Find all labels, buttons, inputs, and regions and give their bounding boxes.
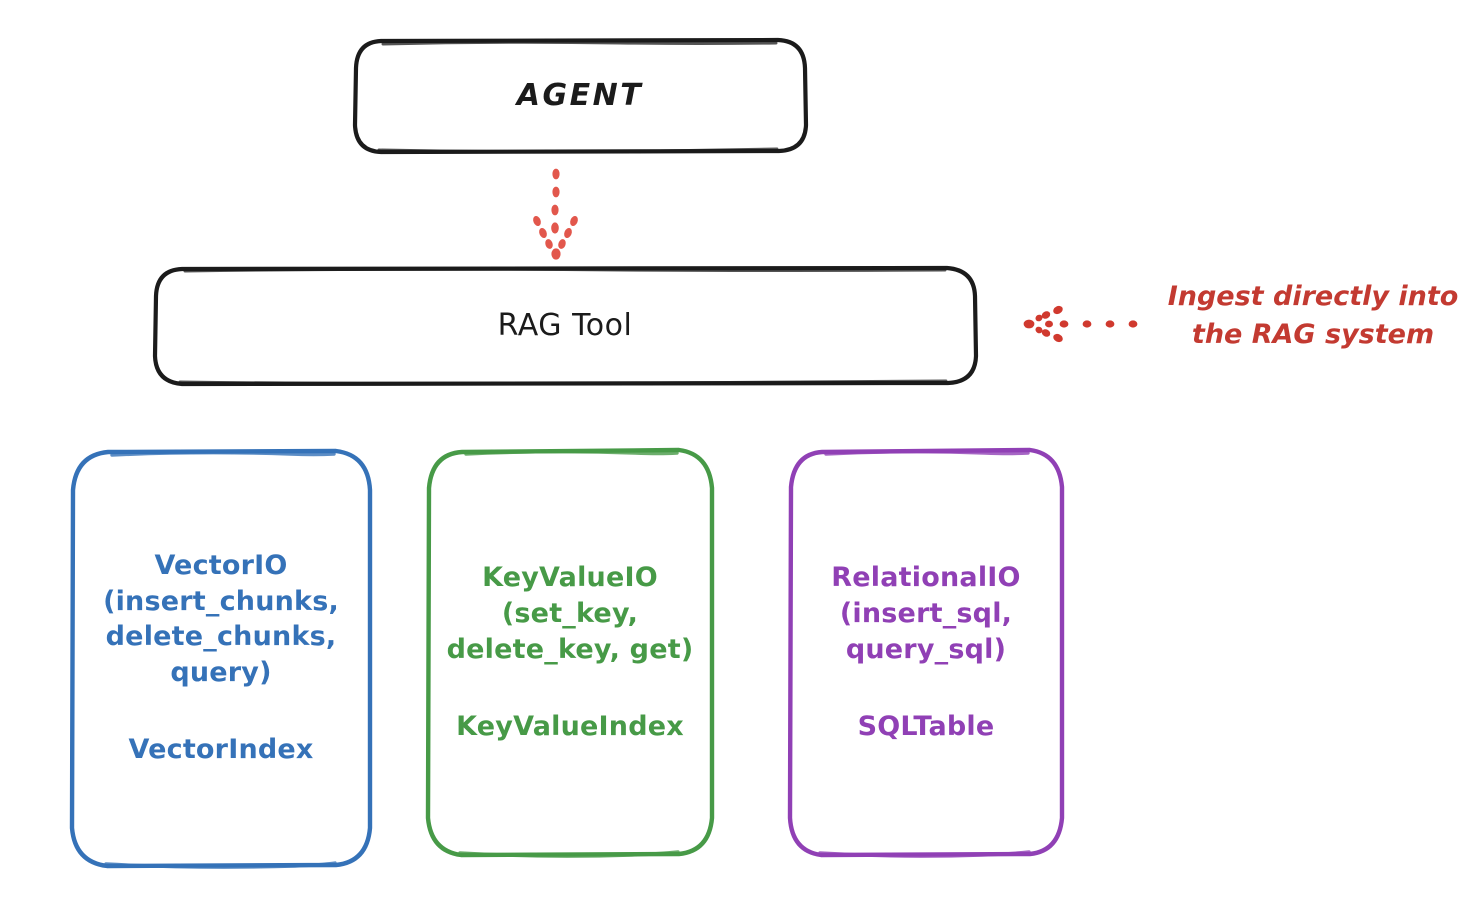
key-value-index-label: KeyValueIndex (456, 711, 684, 743)
ingest-annotation-text: Ingest directly into the RAG system (1167, 281, 1459, 351)
relational-io-box-label: RelationalIO (insert_sql, query_sql) SQL… (790, 450, 1062, 855)
agent-to-rag-connector (533, 168, 578, 260)
key-value-io-box-label: KeyValueIO (set_key, delete_key, get) Ke… (428, 450, 712, 855)
sql-table-label: SQLTable (857, 711, 995, 743)
vector-io-api-label: VectorIO (insert_chunks, delete_chunks, … (103, 550, 339, 688)
rag-tool-box-label: RAG Tool (497, 307, 633, 343)
ingest-to-rag-connector (1023, 305, 1138, 343)
relational-io-api-label: RelationalIO (insert_sql, query_sql) (831, 562, 1021, 665)
key-value-io-api-label: KeyValueIO (set_key, delete_key, get) (446, 562, 694, 665)
vector-io-box-label: VectorIO (insert_chunks, delete_chunks, … (72, 450, 370, 866)
agent-box-label: AGENT (516, 78, 644, 114)
vector-index-label: VectorIndex (128, 734, 314, 766)
